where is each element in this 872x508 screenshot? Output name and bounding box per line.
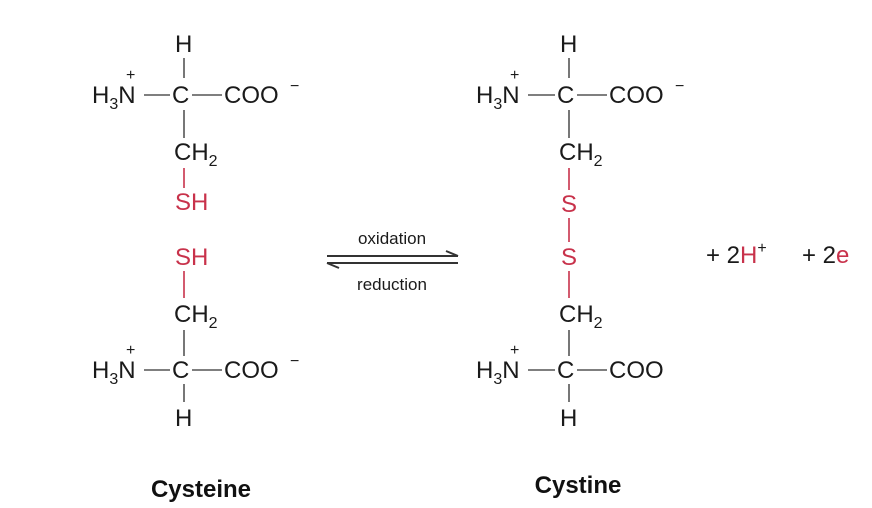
oxidation-label: oxidation (358, 229, 426, 248)
amine-charge: + (510, 67, 519, 84)
methylene-group: CH2 (559, 139, 603, 170)
proton-term: + 2H+ (706, 240, 767, 269)
methylene-group: CH2 (559, 301, 603, 332)
alpha-carbon: C (172, 357, 189, 384)
hydrogen-bottom-label: H (175, 405, 192, 432)
amine-charge: + (510, 342, 519, 359)
cysteine-molecule-bottom: SH CH2 H3N + C COO − H (92, 244, 299, 432)
reverse-arrow-head (326, 262, 340, 269)
carboxylate-group: COO (609, 357, 664, 384)
reaction-products: + 2H+ + 2e (706, 240, 849, 269)
forward-arrow-head (445, 250, 459, 257)
carboxylate-charge: − (675, 78, 684, 95)
thiol-group: SH (175, 189, 208, 216)
carboxylate-charge: − (290, 353, 299, 370)
amine-charge: + (126, 67, 135, 84)
amine-group: H3N (476, 357, 520, 388)
alpha-carbon: C (557, 357, 574, 384)
electron-symbol: e (836, 242, 849, 269)
alpha-carbon: C (172, 82, 189, 109)
amine-group: H3N (92, 357, 136, 388)
hydrogen-top-label: H (560, 31, 577, 58)
proton-symbol: H (740, 242, 757, 269)
carboxylate-charge: − (290, 78, 299, 95)
amine-group: H3N (476, 82, 520, 113)
proton-charge: + (757, 240, 766, 257)
methylene-group: CH2 (174, 139, 218, 170)
carboxylate-group: COO (224, 357, 279, 384)
alpha-carbon: C (557, 82, 574, 109)
sulfur-atom: S (561, 244, 577, 271)
electron-term: + 2e (802, 242, 849, 269)
reduction-label: reduction (357, 275, 427, 294)
hydrogen-top-label: H (175, 31, 192, 58)
cystine-caption: Cystine (535, 472, 622, 499)
cysteine-molecule-top: H H3N + C COO − CH2 SH (92, 31, 299, 216)
amine-charge: + (126, 342, 135, 359)
carboxylate-group: COO (224, 82, 279, 109)
cysteine-caption: Cysteine (151, 476, 251, 503)
hydrogen-bottom-label: H (560, 405, 577, 432)
carboxylate-group: COO (609, 82, 664, 109)
equilibrium-arrow: oxidation reduction (326, 229, 459, 294)
sulfur-atom: S (561, 191, 577, 218)
cystine-molecule: H H3N + C COO − CH2 S S CH2 H3N + C COO … (476, 31, 684, 432)
amine-group: H3N (92, 82, 136, 113)
methylene-group: CH2 (174, 301, 218, 332)
thiol-group: SH (175, 244, 208, 271)
